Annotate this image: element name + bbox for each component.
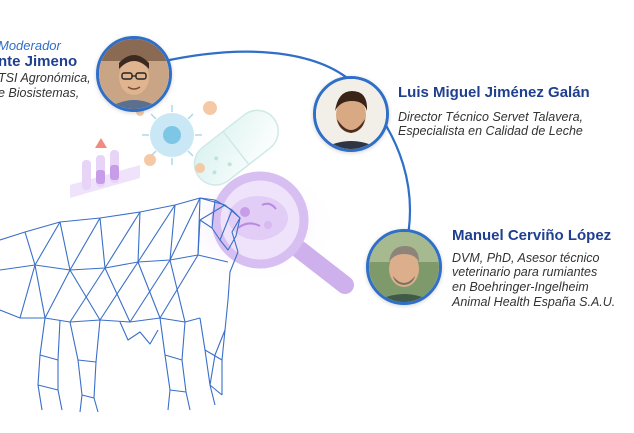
moderator-role-line-1: TSI Agronómica, [0, 71, 91, 86]
moderator-name: nte Jimeno [0, 53, 78, 71]
person-photo-icon [99, 39, 169, 109]
speaker-name: Manuel Cerviño López [452, 227, 612, 244]
test-tubes-icon [70, 138, 140, 198]
person-photo-icon [369, 232, 439, 302]
capsule-icon [193, 109, 279, 186]
person-photo-icon [316, 79, 386, 149]
speaker-name: Luis Miguel Jiménez Galán [398, 84, 590, 101]
avatar-moderator [96, 36, 172, 112]
avatar-manuel-cervino [366, 229, 442, 305]
moderator-info: Moderador nte Jimeno TSI Agronómica, e B… [0, 38, 91, 101]
speaker-role-line-3: en Boehringer-Ingelheim [452, 280, 589, 295]
speaker-luis-miguel-info: Luis Miguel Jiménez Galán Director Técni… [398, 84, 590, 139]
speaker-role-line-1: Director Técnico Servet Talavera, [398, 109, 584, 124]
speaker-role-line-2: Especialista en Calidad de Leche [398, 124, 583, 139]
speaker-manuel-cervino-info: Manuel Cerviño López DVM, PhD, Asesor té… [452, 227, 615, 310]
speaker-role-line-2: veterinario para rumiantes [452, 265, 598, 280]
cell-icon [136, 101, 217, 173]
magnifier-icon [211, 171, 354, 294]
avatar-luis-miguel [313, 76, 389, 152]
moderator-label: Moderador [0, 38, 61, 53]
moderator-role-line-2: e Biosistemas, [0, 85, 80, 100]
cow-wireframe-icon [0, 197, 241, 413]
speaker-role-line-4: Animal Health España S.A.U. [452, 294, 616, 309]
speaker-role-line-1: DVM, PhD, Asesor técnico [452, 250, 600, 265]
